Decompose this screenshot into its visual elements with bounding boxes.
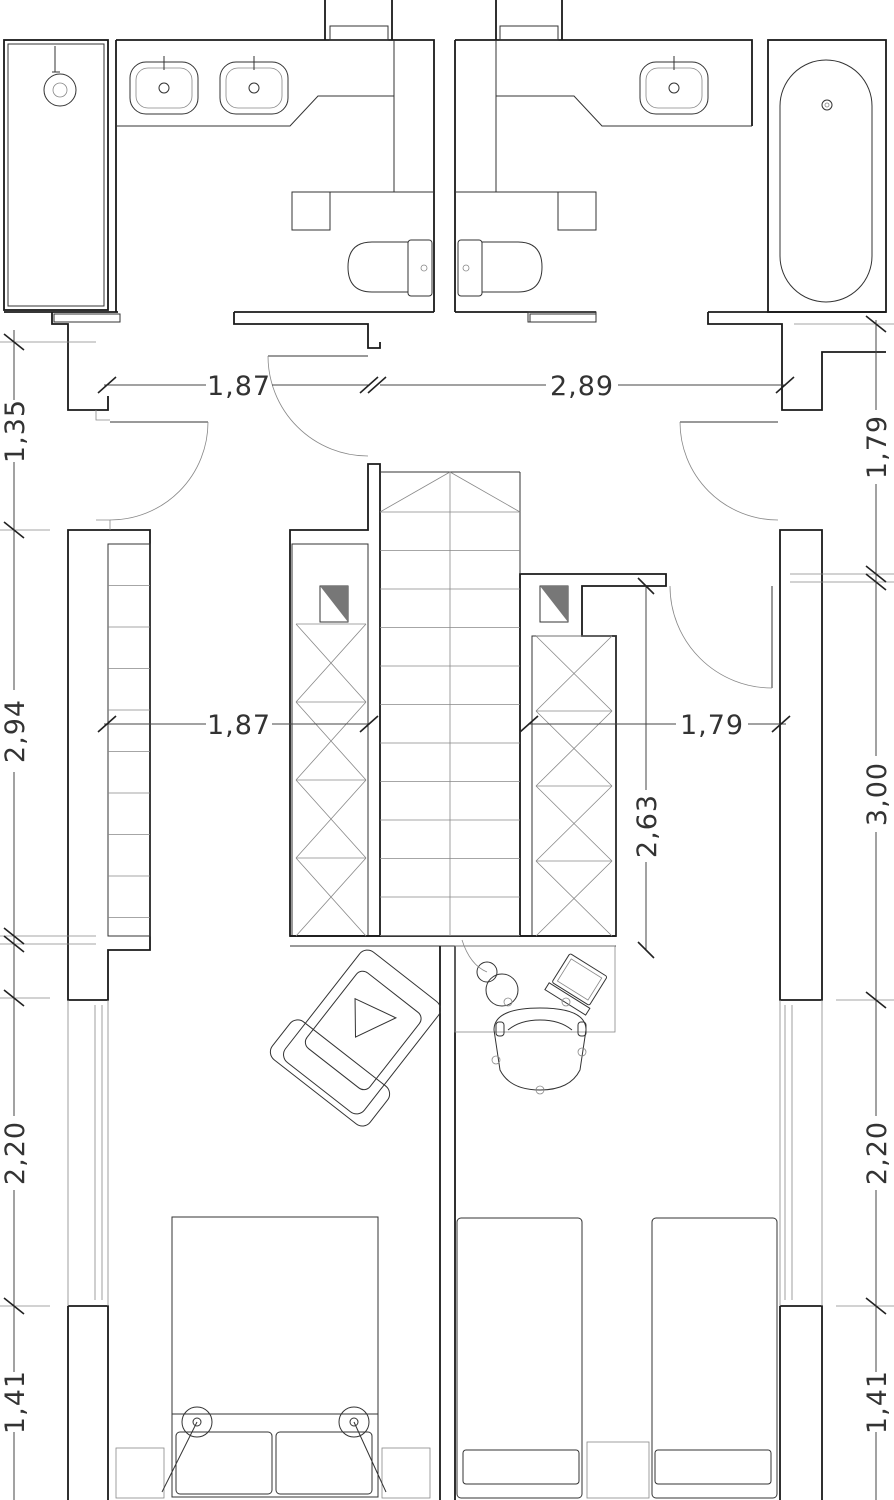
dim-left-3: 2,20 (0, 1121, 31, 1185)
storage-cross-left (295, 623, 367, 937)
door-right (679, 421, 779, 521)
door-left (109, 421, 209, 521)
sink-right (219, 56, 289, 115)
bathroom-left (3, 0, 435, 349)
dim-top-right: 2,89 (550, 371, 614, 402)
sink-right-bath (639, 56, 709, 115)
dim-mid-left: 1,87 (207, 710, 271, 741)
dim-right-2: 3,00 (862, 762, 893, 826)
walls (4, 311, 886, 1500)
shower-drain (43, 73, 77, 107)
stairs (379, 471, 521, 936)
toilet-left (347, 239, 433, 297)
toilet-right (457, 239, 543, 297)
dim-right-1: 1,79 (862, 415, 893, 479)
dim-right-3: 2,20 (862, 1121, 893, 1185)
desk-chair (491, 997, 587, 1095)
double-bed (115, 1216, 431, 1499)
dim-left-1: 1,35 (0, 399, 31, 463)
dimension-lines: 1,87 2,89 1,87 1,79 2,63 1,35 2,94 2,20 … (0, 315, 894, 1500)
dim-left-2: 2,94 (0, 699, 31, 763)
bidet-box-right (557, 191, 597, 231)
bathroom-right (454, 0, 887, 323)
desk-area (454, 939, 616, 1095)
dim-top-left: 1,87 (207, 371, 271, 402)
bidet-box-left (291, 191, 331, 231)
bathtub (767, 39, 887, 313)
left-column-shelves (108, 585, 150, 918)
door-top (267, 355, 369, 457)
lamp-icon (338, 1406, 387, 1493)
laptop-icon (544, 953, 607, 1016)
dim-mid-right: 1,79 (680, 710, 744, 741)
lamp-icon (161, 1406, 213, 1493)
dim-stair-vertical: 2,63 (632, 794, 663, 858)
armchair (269, 949, 441, 1127)
twin-beds (456, 1217, 778, 1499)
dim-left-4: 1,41 (0, 1370, 31, 1434)
dim-right-4: 1,41 (862, 1370, 893, 1434)
door-stair-right (669, 585, 773, 689)
storage-cross-right (535, 635, 613, 937)
sink-left (129, 56, 199, 115)
